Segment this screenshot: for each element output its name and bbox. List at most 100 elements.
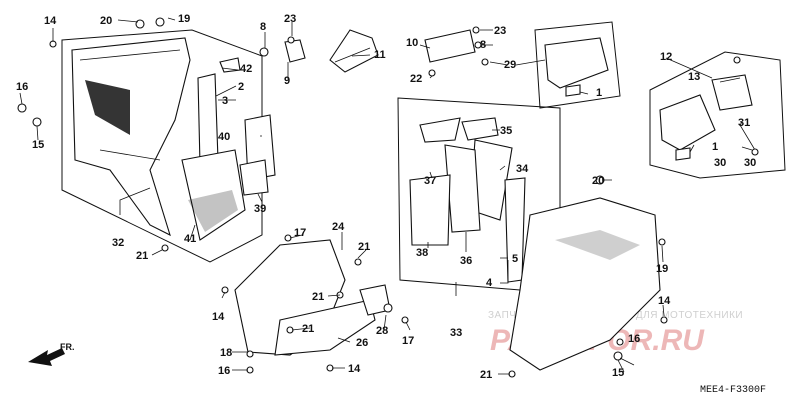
- label-21-a: 21: [136, 250, 148, 262]
- side-fairing: [509, 197, 661, 371]
- part-labels: 14 20 19 8 23 42 9 2 3 40 39 41 32 21 16…: [16, 13, 756, 381]
- bolt-30-b: [751, 148, 759, 156]
- label-20-a: 20: [100, 15, 112, 27]
- label-37: 37: [424, 175, 436, 187]
- screw-21-b: [354, 258, 362, 266]
- label-32: 32: [112, 237, 124, 249]
- duct-12-group: [649, 51, 786, 179]
- tag-1-a: [565, 84, 581, 97]
- label-16-b: 16: [218, 365, 230, 377]
- grommet-20: [135, 19, 145, 29]
- label-30-b: 30: [744, 157, 756, 169]
- bolt-16-c: [616, 338, 624, 346]
- label-42: 42: [240, 63, 252, 75]
- label-15-b: 15: [612, 367, 624, 379]
- front-direction-marker: FR.: [28, 342, 75, 366]
- panel-37: [419, 117, 461, 143]
- top-left-hardware: [17, 17, 306, 252]
- left-group-frame: [61, 29, 263, 263]
- label-13: 13: [688, 71, 700, 83]
- label-29: 29: [504, 59, 516, 71]
- bracket-11-detail: [334, 47, 371, 63]
- label-16-a: 16: [16, 81, 28, 93]
- screw-19-a: [155, 17, 165, 27]
- side-fairing-shade: [555, 230, 640, 260]
- tag-1-c: [675, 147, 691, 161]
- label-3: 3: [222, 95, 228, 107]
- label-34: 34: [516, 163, 529, 175]
- panel-38: [409, 174, 451, 246]
- label-1-c: 1: [712, 141, 718, 153]
- label-1-a: 1: [596, 87, 602, 99]
- label-14-d: 14: [348, 363, 361, 375]
- front-label: FR.: [60, 342, 75, 352]
- label-24: 24: [332, 221, 345, 233]
- screw-21-a: [161, 244, 169, 252]
- label-40: 40: [218, 131, 230, 143]
- inner-cowl-left: [71, 37, 191, 237]
- label-21-b: 21: [358, 241, 370, 253]
- duct-cover-13: [711, 74, 753, 111]
- label-17-b: 17: [402, 335, 414, 347]
- label-19-b: 19: [656, 263, 668, 275]
- label-14-b: 14: [212, 311, 225, 323]
- collar-15-a: [32, 117, 42, 127]
- bolt-30-a: [733, 56, 741, 64]
- inner-cowl-left-lines: [79, 49, 181, 161]
- duct-12-frame: [649, 51, 786, 179]
- label-23-a: 23: [284, 13, 296, 25]
- label-14-c: 14: [658, 295, 671, 307]
- label-16-c: 16: [628, 333, 640, 345]
- bracket-10-group: [424, 26, 489, 77]
- label-21-e: 21: [480, 369, 492, 381]
- under-cowl-group: [221, 234, 409, 374]
- under-cowl-26: [274, 299, 376, 356]
- bolt-14-c: [660, 316, 668, 324]
- inner-cowl-left-shade: [85, 80, 130, 135]
- panel-41: [181, 149, 246, 241]
- grommet-28: [383, 303, 393, 313]
- label-4: 4: [486, 277, 493, 289]
- washer-8-b: [474, 41, 482, 49]
- duct-12: [659, 94, 716, 151]
- bolt-23-b: [472, 26, 480, 34]
- label-26: 26: [356, 337, 368, 349]
- label-21-d: 21: [302, 323, 314, 335]
- panel-41-shade: [188, 190, 238, 232]
- label-28: 28: [376, 325, 388, 337]
- panel-36: [444, 144, 481, 233]
- label-23-b: 23: [494, 25, 506, 37]
- strip-part-3: [197, 73, 219, 166]
- leader-lines: [19, 17, 753, 375]
- bolt-23-a: [287, 36, 295, 44]
- label-8-b: 8: [480, 39, 486, 51]
- label-41: 41: [184, 233, 196, 245]
- label-12: 12: [660, 51, 672, 63]
- label-14-a: 14: [44, 15, 57, 27]
- screw-19-b: [481, 58, 489, 66]
- label-21-c: 21: [312, 291, 324, 303]
- label-22: 22: [410, 73, 422, 85]
- label-33: 33: [450, 327, 462, 339]
- bolt-14-b: [221, 286, 229, 294]
- screw-17-b: [401, 316, 409, 324]
- label-11: 11: [374, 49, 386, 61]
- bolt-22: [428, 69, 436, 77]
- screw-19-c: [658, 238, 666, 246]
- duct-29-group: [534, 21, 621, 109]
- label-39: 39: [254, 203, 266, 215]
- label-30-a: 30: [714, 157, 726, 169]
- label-15-a: 15: [32, 139, 44, 151]
- bracket-10: [424, 29, 476, 63]
- label-9: 9: [284, 75, 290, 87]
- label-20-b: 20: [592, 175, 604, 187]
- label-17-a: 17: [294, 227, 306, 239]
- washer-8-a: [259, 47, 269, 57]
- label-8-a: 8: [260, 21, 266, 33]
- label-2: 2: [238, 81, 244, 93]
- label-18: 18: [220, 347, 232, 359]
- label-35: 35: [500, 125, 512, 137]
- label-5: 5: [512, 253, 518, 265]
- diagram-code: MEE4-F3300F: [700, 385, 766, 396]
